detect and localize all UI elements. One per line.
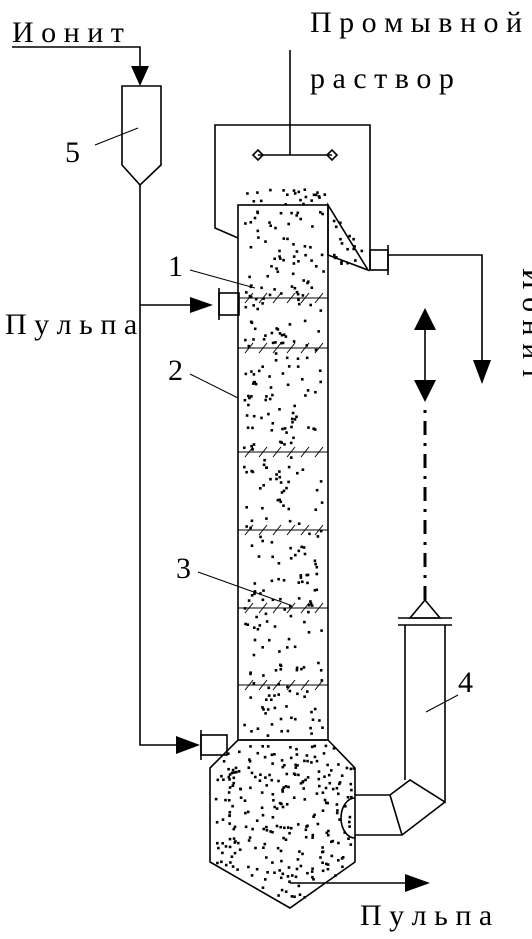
ionite-outlet-nozzle (369, 249, 389, 271)
ionite-outlet-arrow (473, 360, 491, 384)
airlift-cone-top (408, 598, 442, 619)
hopper-5 (121, 85, 162, 187)
distributor-right-nozzle (325, 148, 339, 162)
label-wash-solution-line1: П р о м ы в н о й (310, 6, 522, 39)
ionite-outlet-line (388, 254, 483, 360)
pulp-outlet-arrow (405, 874, 430, 892)
leader-4 (425, 694, 459, 713)
number-5: 5 (65, 136, 80, 169)
leader-2 (189, 373, 239, 399)
airlift-half-circle-port (340, 797, 356, 839)
resin-granules (214, 188, 364, 899)
label-ionite-in: И о н и т (12, 16, 124, 49)
airlift-arrow-down (414, 380, 436, 402)
column-section-dividers (238, 297, 328, 686)
label-wash-solution-line2: р а с т в о р (310, 62, 454, 95)
airlift-arrow-up (414, 308, 436, 330)
pulp-inlet-arrow (190, 297, 213, 313)
leader-3 (197, 571, 291, 606)
perforated-plate-hatches (244, 292, 324, 691)
ionite-inlet-arrow (131, 66, 149, 86)
label-pulp-in: П у л ь п а (5, 308, 137, 341)
bottom-vessel (209, 739, 356, 909)
lower-inlet-nozzle (200, 734, 228, 756)
ionite-inlet-line (12, 46, 141, 72)
pulp-inlet-nozzle (218, 292, 240, 316)
hopper-feed-arrow (176, 736, 200, 754)
overflow-trough (327, 202, 370, 272)
number-3: 3 (176, 552, 191, 585)
airlift-horizontal-pipe (355, 625, 446, 804)
label-ionite-out: И о н и т (516, 268, 532, 380)
airlift-elbow-diagonal (389, 794, 403, 836)
distributor-left-nozzle (251, 148, 265, 162)
leader-1 (189, 269, 256, 289)
hopper-feed-line (139, 185, 182, 746)
leader-5 (94, 127, 139, 146)
number-1: 1 (168, 250, 183, 283)
number-4: 4 (458, 666, 473, 699)
label-pulp-out: П у л ь п а (360, 899, 492, 932)
top-hood (214, 124, 371, 270)
number-2: 2 (168, 354, 183, 387)
